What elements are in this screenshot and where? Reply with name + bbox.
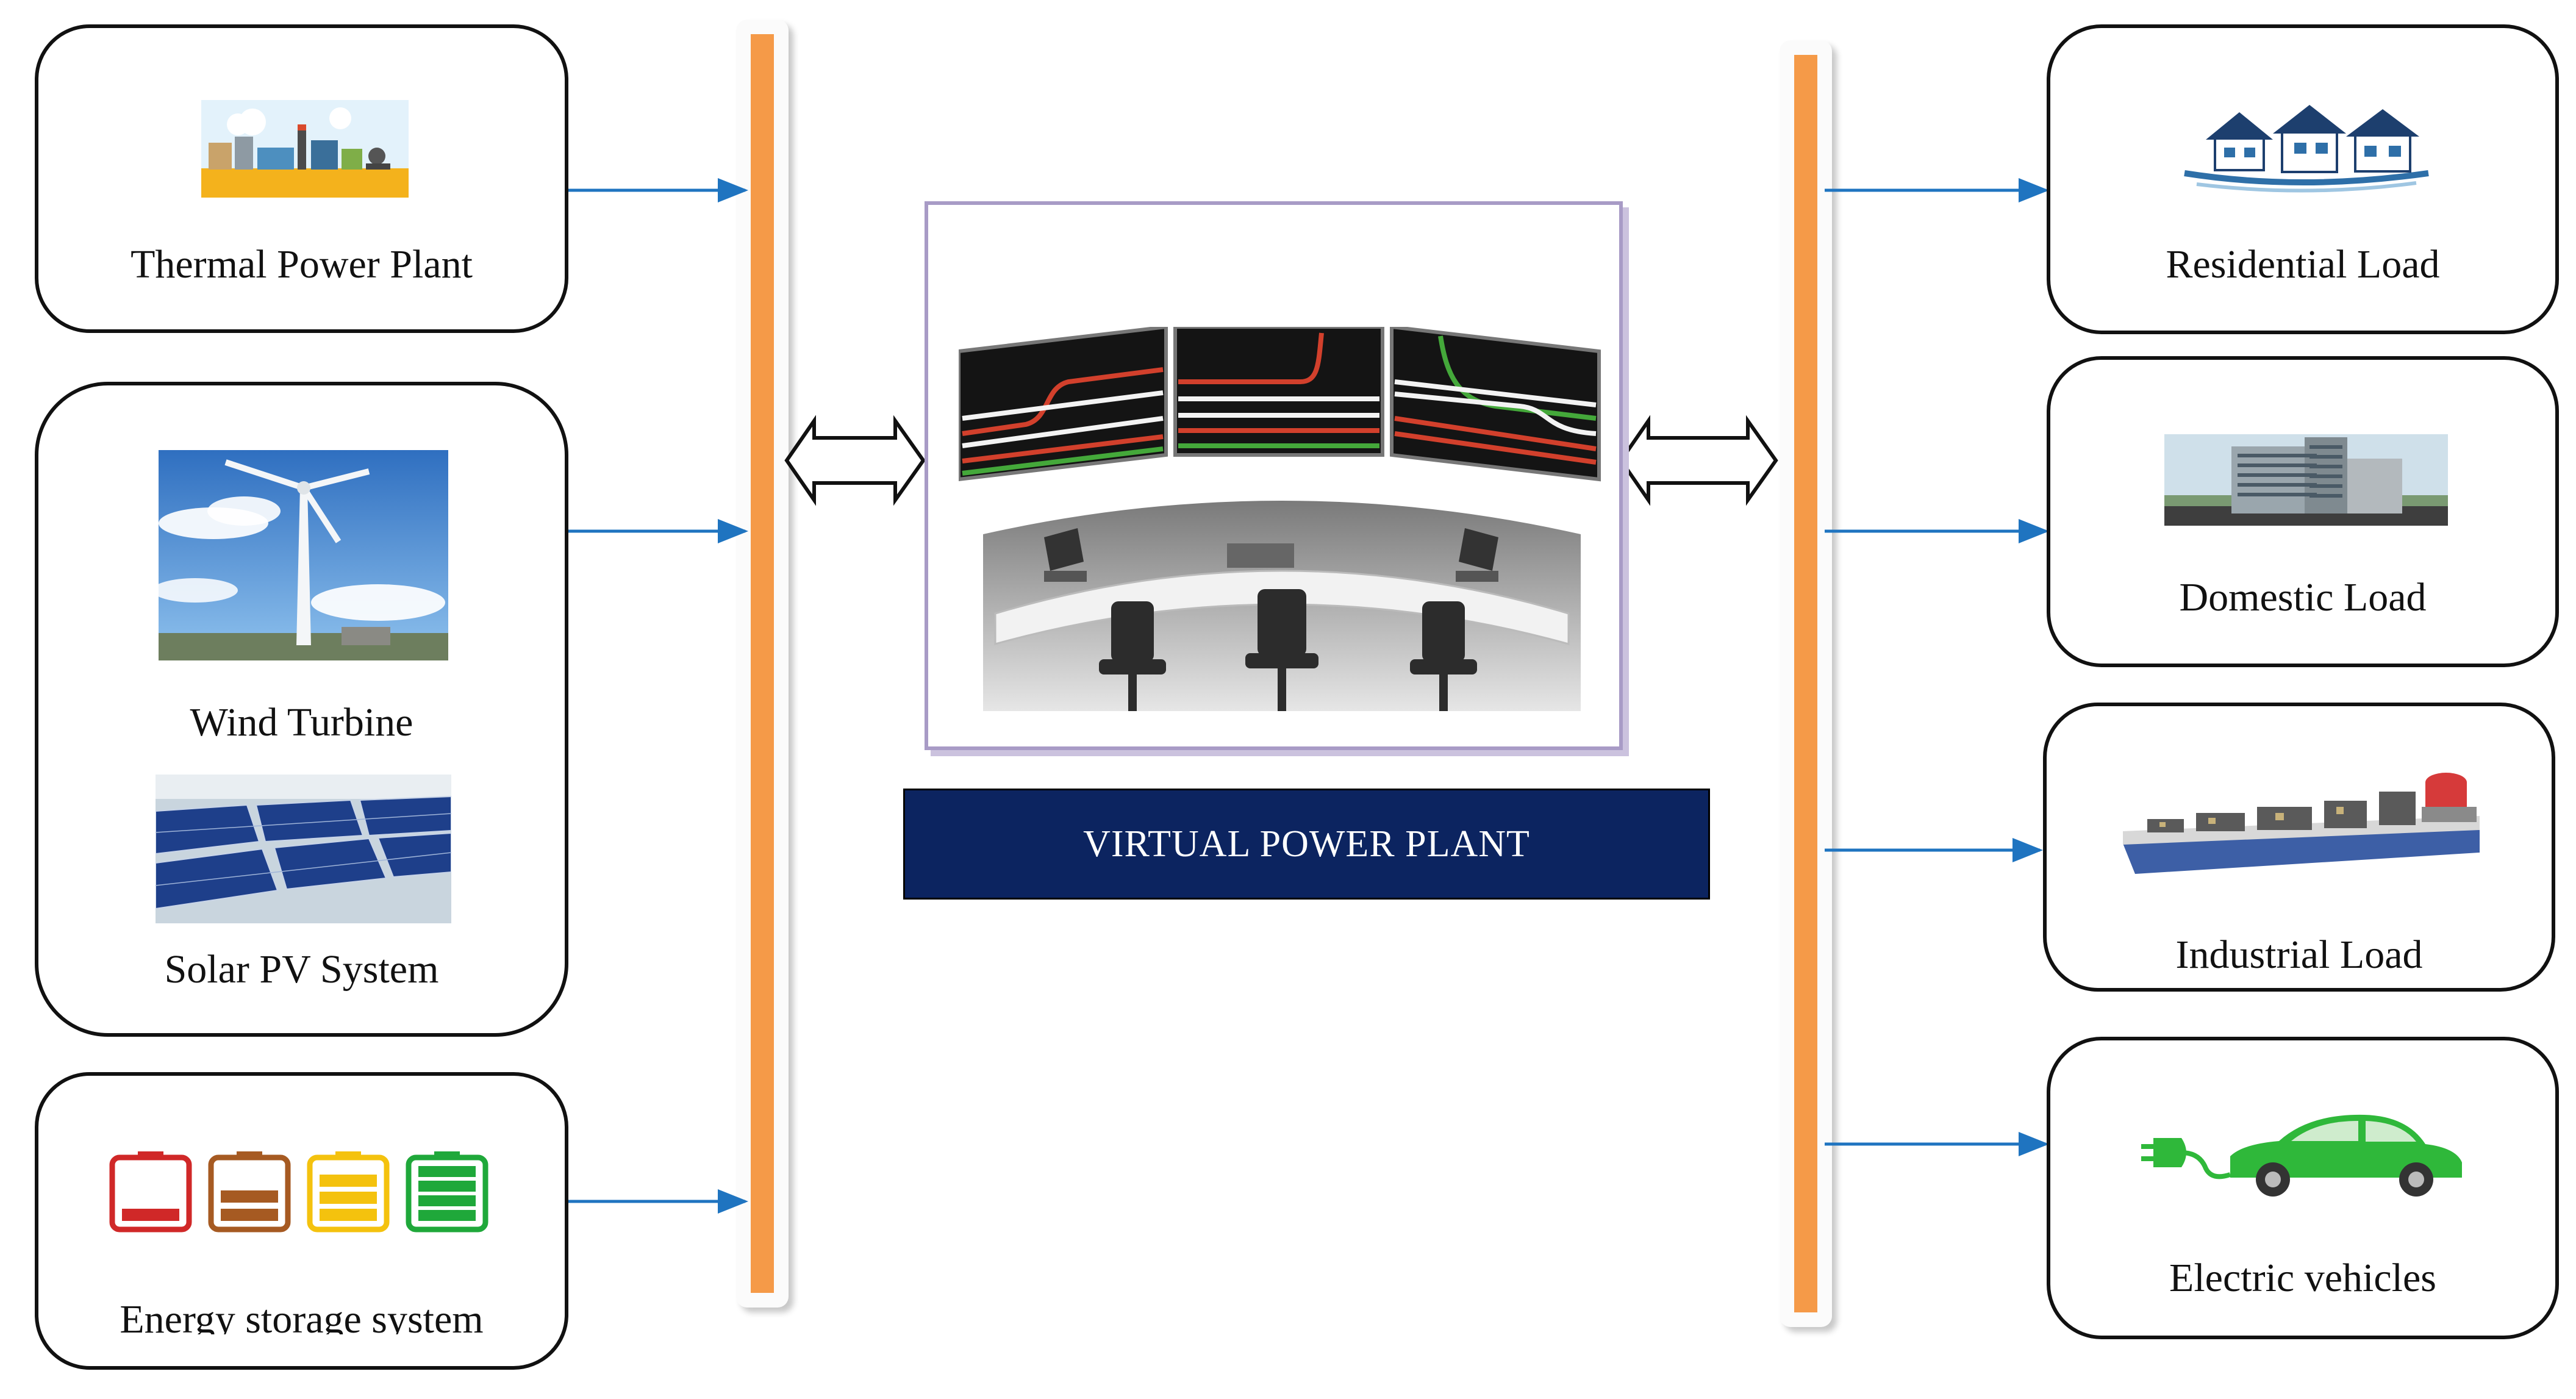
electric-car-icon: [2141, 1114, 2462, 1197]
source-bus-line: [751, 34, 774, 1293]
left-bidirectional-arrow: [784, 415, 926, 506]
building-icon: [2164, 434, 2448, 526]
source-bus-bar: [736, 20, 789, 1308]
load-bus-line: [1794, 55, 1817, 1312]
vpp-title: VIRTUAL POWER PLANT: [1083, 823, 1530, 865]
residential-load-box: Residential Load: [2047, 24, 2559, 334]
renewable-sources-box: Wind Turbine Solar PV System: [35, 382, 568, 1037]
thermal-power-plant-box: Thermal Power Plant: [35, 24, 568, 333]
thermal-power-plant-label: Thermal Power Plant: [131, 242, 473, 287]
control-room-icon: [959, 327, 1601, 711]
solar-pv-system-label: Solar PV System: [164, 947, 439, 992]
electric-vehicles-box: Electric vehicles: [2047, 1037, 2559, 1339]
power-plant-icon: [201, 100, 409, 198]
electric-vehicles-label: Electric vehicles: [2169, 1256, 2436, 1300]
industrial-load-box: Industrial Load: [2043, 703, 2555, 992]
industrial-load-label: Industrial Load: [2175, 932, 2423, 968]
load-bus-bar: [1780, 40, 1832, 1327]
houses-icon: [2184, 105, 2429, 193]
right-bidirectional-arrow: [1619, 415, 1778, 506]
solar-panel-icon: [156, 775, 451, 923]
residential-load-label: Residential Load: [2166, 242, 2440, 287]
energy-storage-box: Energy storage system: [35, 1072, 568, 1370]
domestic-load-box: Domestic Load: [2047, 356, 2559, 667]
vpp-title-banner: VIRTUAL POWER PLANT: [903, 789, 1710, 900]
domestic-load-label: Domestic Load: [2179, 575, 2427, 620]
factory-icon: [2123, 773, 2480, 874]
vpp-control-room-frame: [925, 201, 1623, 750]
wind-turbine-icon: [159, 450, 448, 660]
battery-icon: [109, 1151, 488, 1233]
energy-storage-label: Energy storage system: [120, 1297, 484, 1334]
wind-turbine-label: Wind Turbine: [190, 700, 413, 745]
